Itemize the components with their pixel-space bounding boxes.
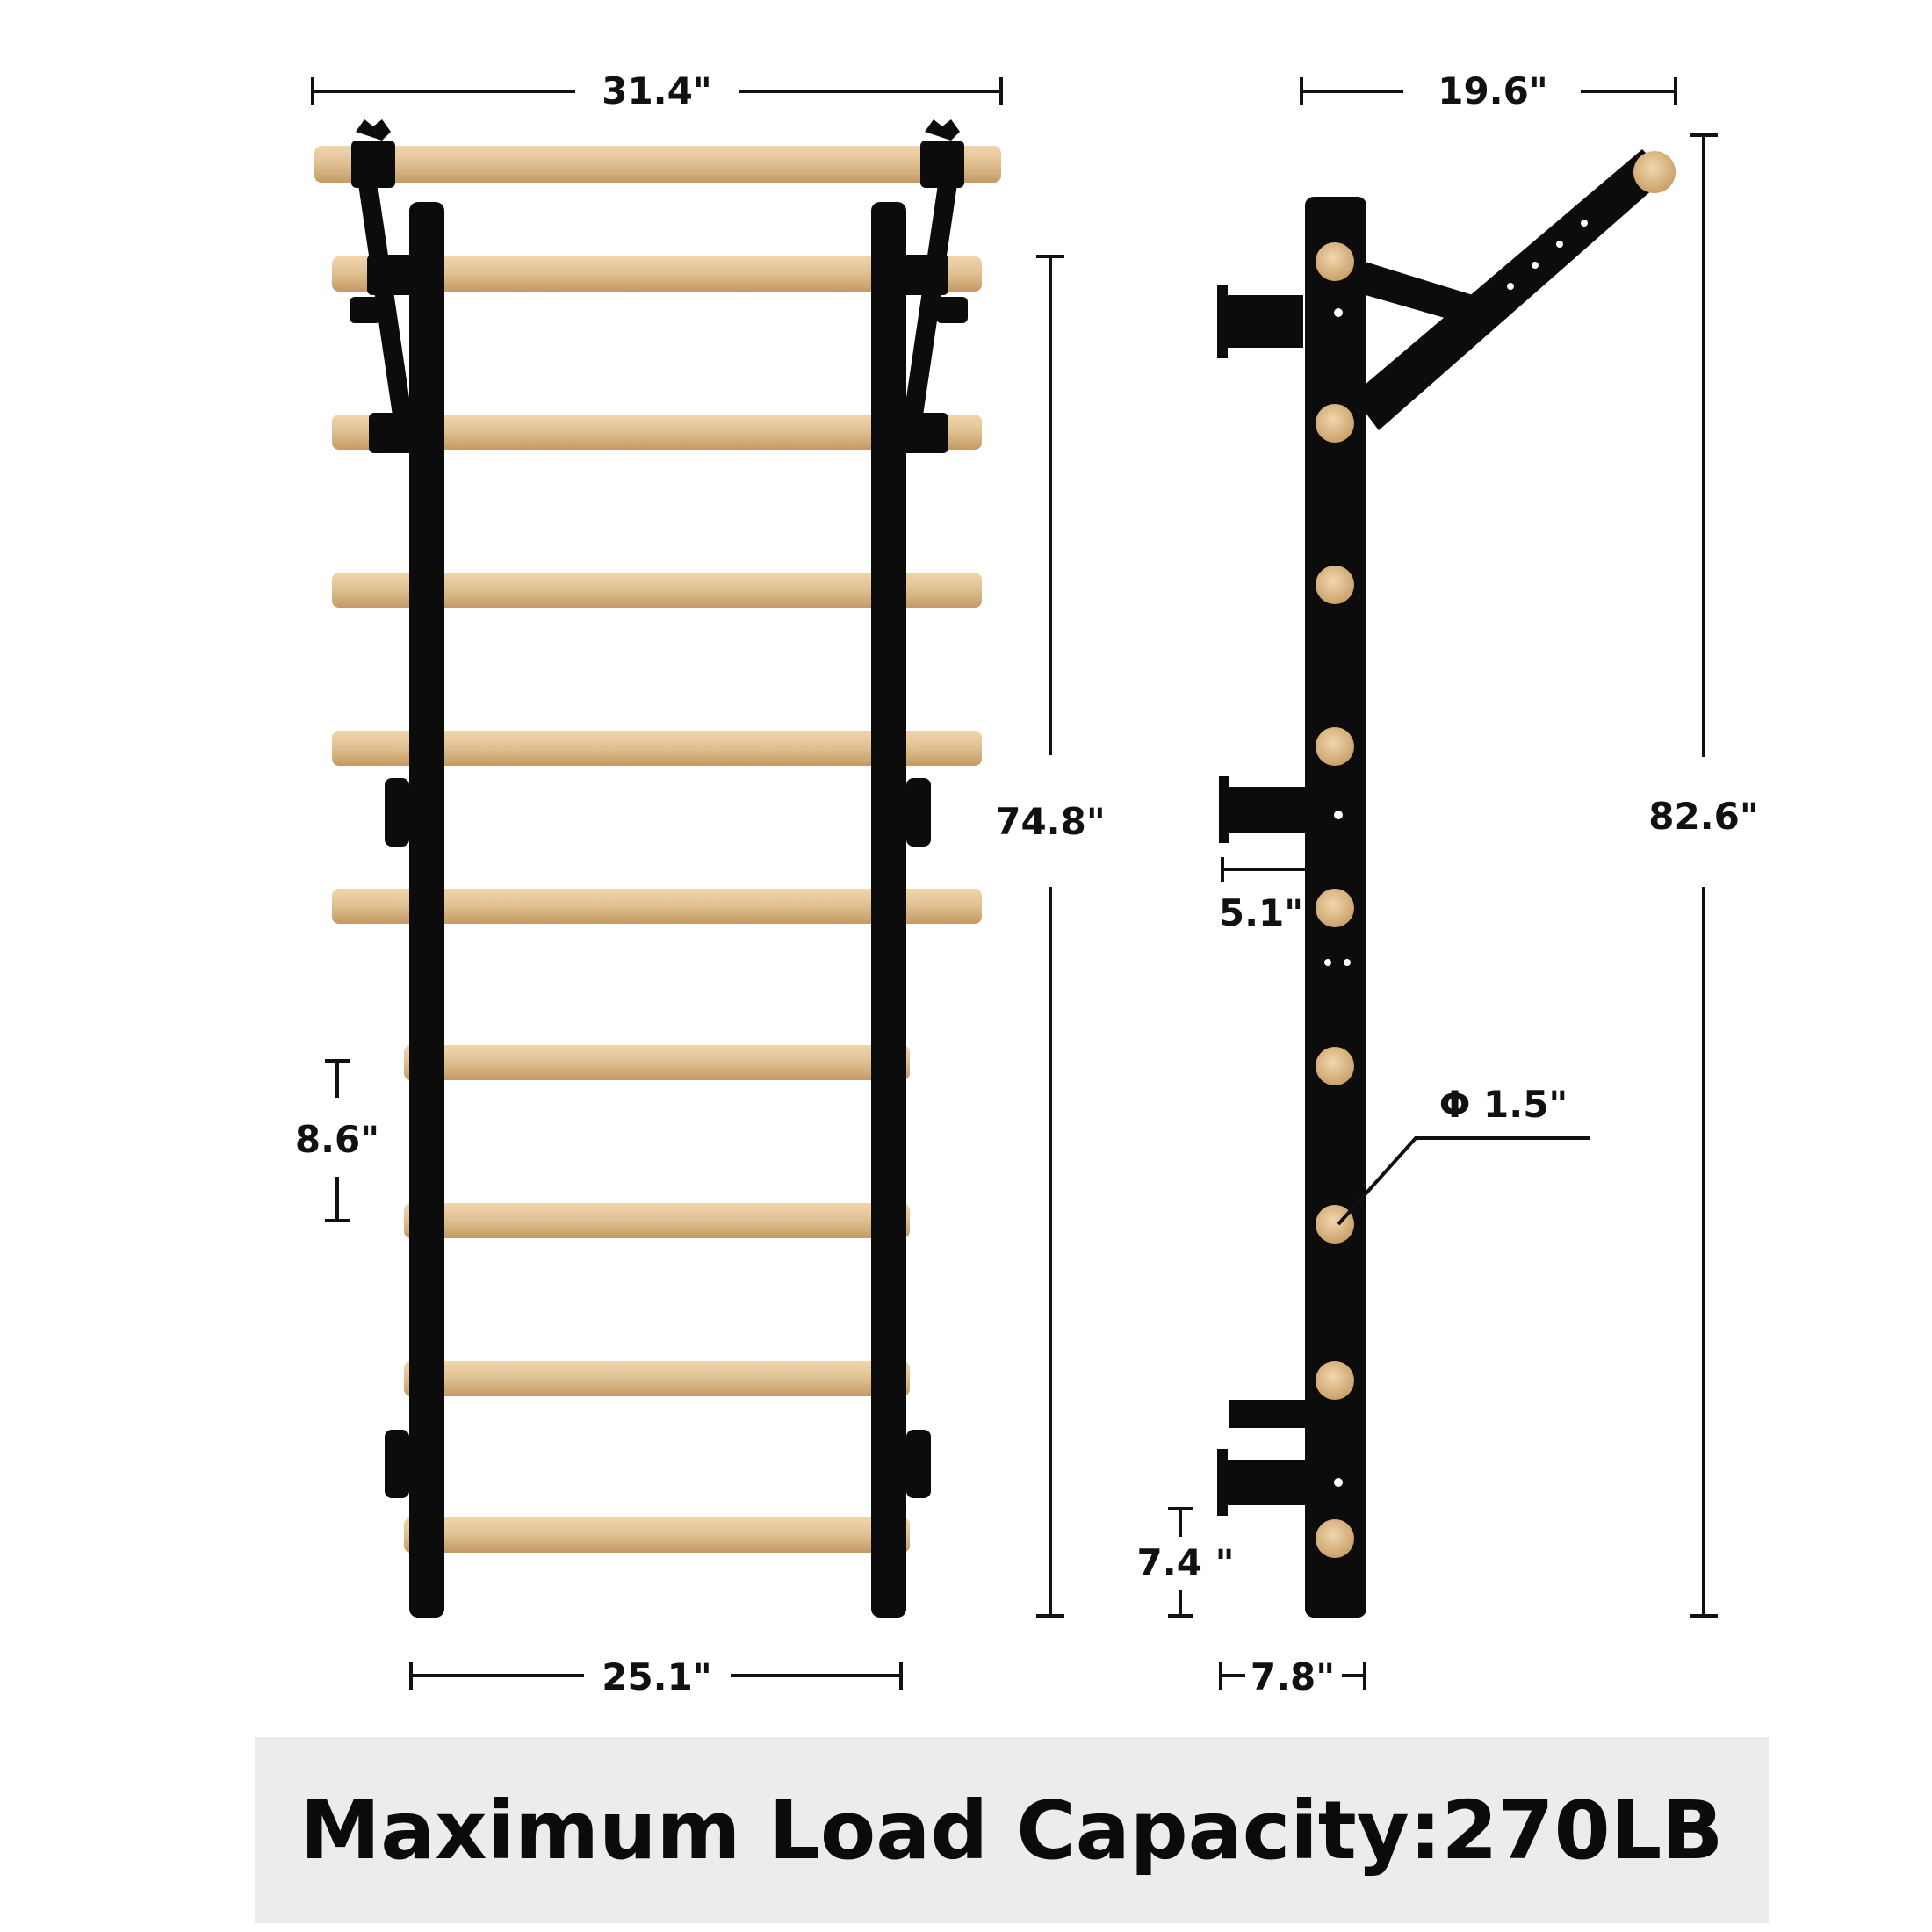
arm-clamp-left [367, 255, 416, 295]
dim-side-top-depth: 19.6" [1438, 69, 1548, 112]
arm-holes [1507, 220, 1588, 290]
top-pullup-bar [314, 146, 1001, 183]
side-standoff-plate [1217, 285, 1228, 358]
dim-front-bottom-width: 25.1" [602, 1655, 712, 1698]
rung [332, 256, 982, 292]
side-arm-brace [1359, 260, 1484, 327]
top-clamp-left [351, 141, 395, 188]
dim-bracket-depth: 5.1" [1219, 891, 1303, 934]
load-capacity-banner: Maximum Load Capacity:270LB [255, 1737, 1769, 1923]
adjust-knob-left [350, 297, 381, 323]
side-dimensions [1168, 77, 1718, 1690]
dim-front-top-width: 31.4" [602, 69, 712, 112]
arm-clamp-right [899, 255, 948, 295]
pullup-arm-left [358, 184, 413, 422]
dim-side-total-height: 82.6" [1648, 795, 1759, 838]
right-rail [871, 202, 906, 1618]
rung [332, 415, 982, 450]
rung [404, 1361, 910, 1396]
dim-bottom-clearance: 7.4 " [1137, 1541, 1235, 1584]
dim-rung-diameter: Φ 1.5" [1439, 1083, 1568, 1126]
front-view [314, 119, 1001, 1618]
dimension-labels: 31.4" 25.1" 74.8" 8.6" 19.6" 82.6" 5.1" … [295, 69, 1759, 1698]
wall-bracket [906, 1430, 931, 1498]
front-rungs [332, 256, 982, 1553]
side-standoff [1221, 1460, 1305, 1505]
pullup-arm-right [903, 184, 957, 422]
dim-side-base-width: 7.8" [1251, 1655, 1335, 1698]
rung [404, 1517, 910, 1553]
side-view [1217, 149, 1676, 1618]
clamp-knob-right [925, 119, 960, 141]
rung [332, 573, 982, 608]
side-arm-top-rung [1633, 151, 1676, 193]
dim-front-height: 74.8" [995, 800, 1106, 843]
rung [404, 1203, 910, 1238]
rung [332, 889, 982, 924]
rung [332, 731, 982, 766]
front-dimensions [311, 77, 1064, 1690]
load-capacity-text: Maximum Load Capacity:270LB [299, 1783, 1724, 1878]
side-rung-ends [1316, 242, 1354, 1558]
clamp-knob-left [356, 119, 391, 141]
dim-rung-spacing: 8.6" [295, 1118, 379, 1161]
side-standoff-plate [1217, 1449, 1228, 1516]
left-rail [409, 202, 444, 1618]
adjust-knob-right [936, 297, 968, 323]
wall-bracket [385, 778, 409, 847]
side-bolt-holes [1324, 308, 1351, 1487]
top-clamp-right [920, 141, 964, 188]
side-standoff [1222, 295, 1303, 348]
wall-bracket [385, 1430, 409, 1498]
arm-clamp-left-lower [369, 413, 418, 453]
rung [404, 1045, 910, 1080]
side-standoff-plate [1219, 776, 1229, 843]
arm-clamp-right-lower [899, 413, 948, 453]
diameter-leader [1337, 1136, 1590, 1226]
side-standoff [1229, 1400, 1305, 1428]
wall-bracket [906, 778, 931, 847]
side-standoff [1224, 787, 1305, 833]
